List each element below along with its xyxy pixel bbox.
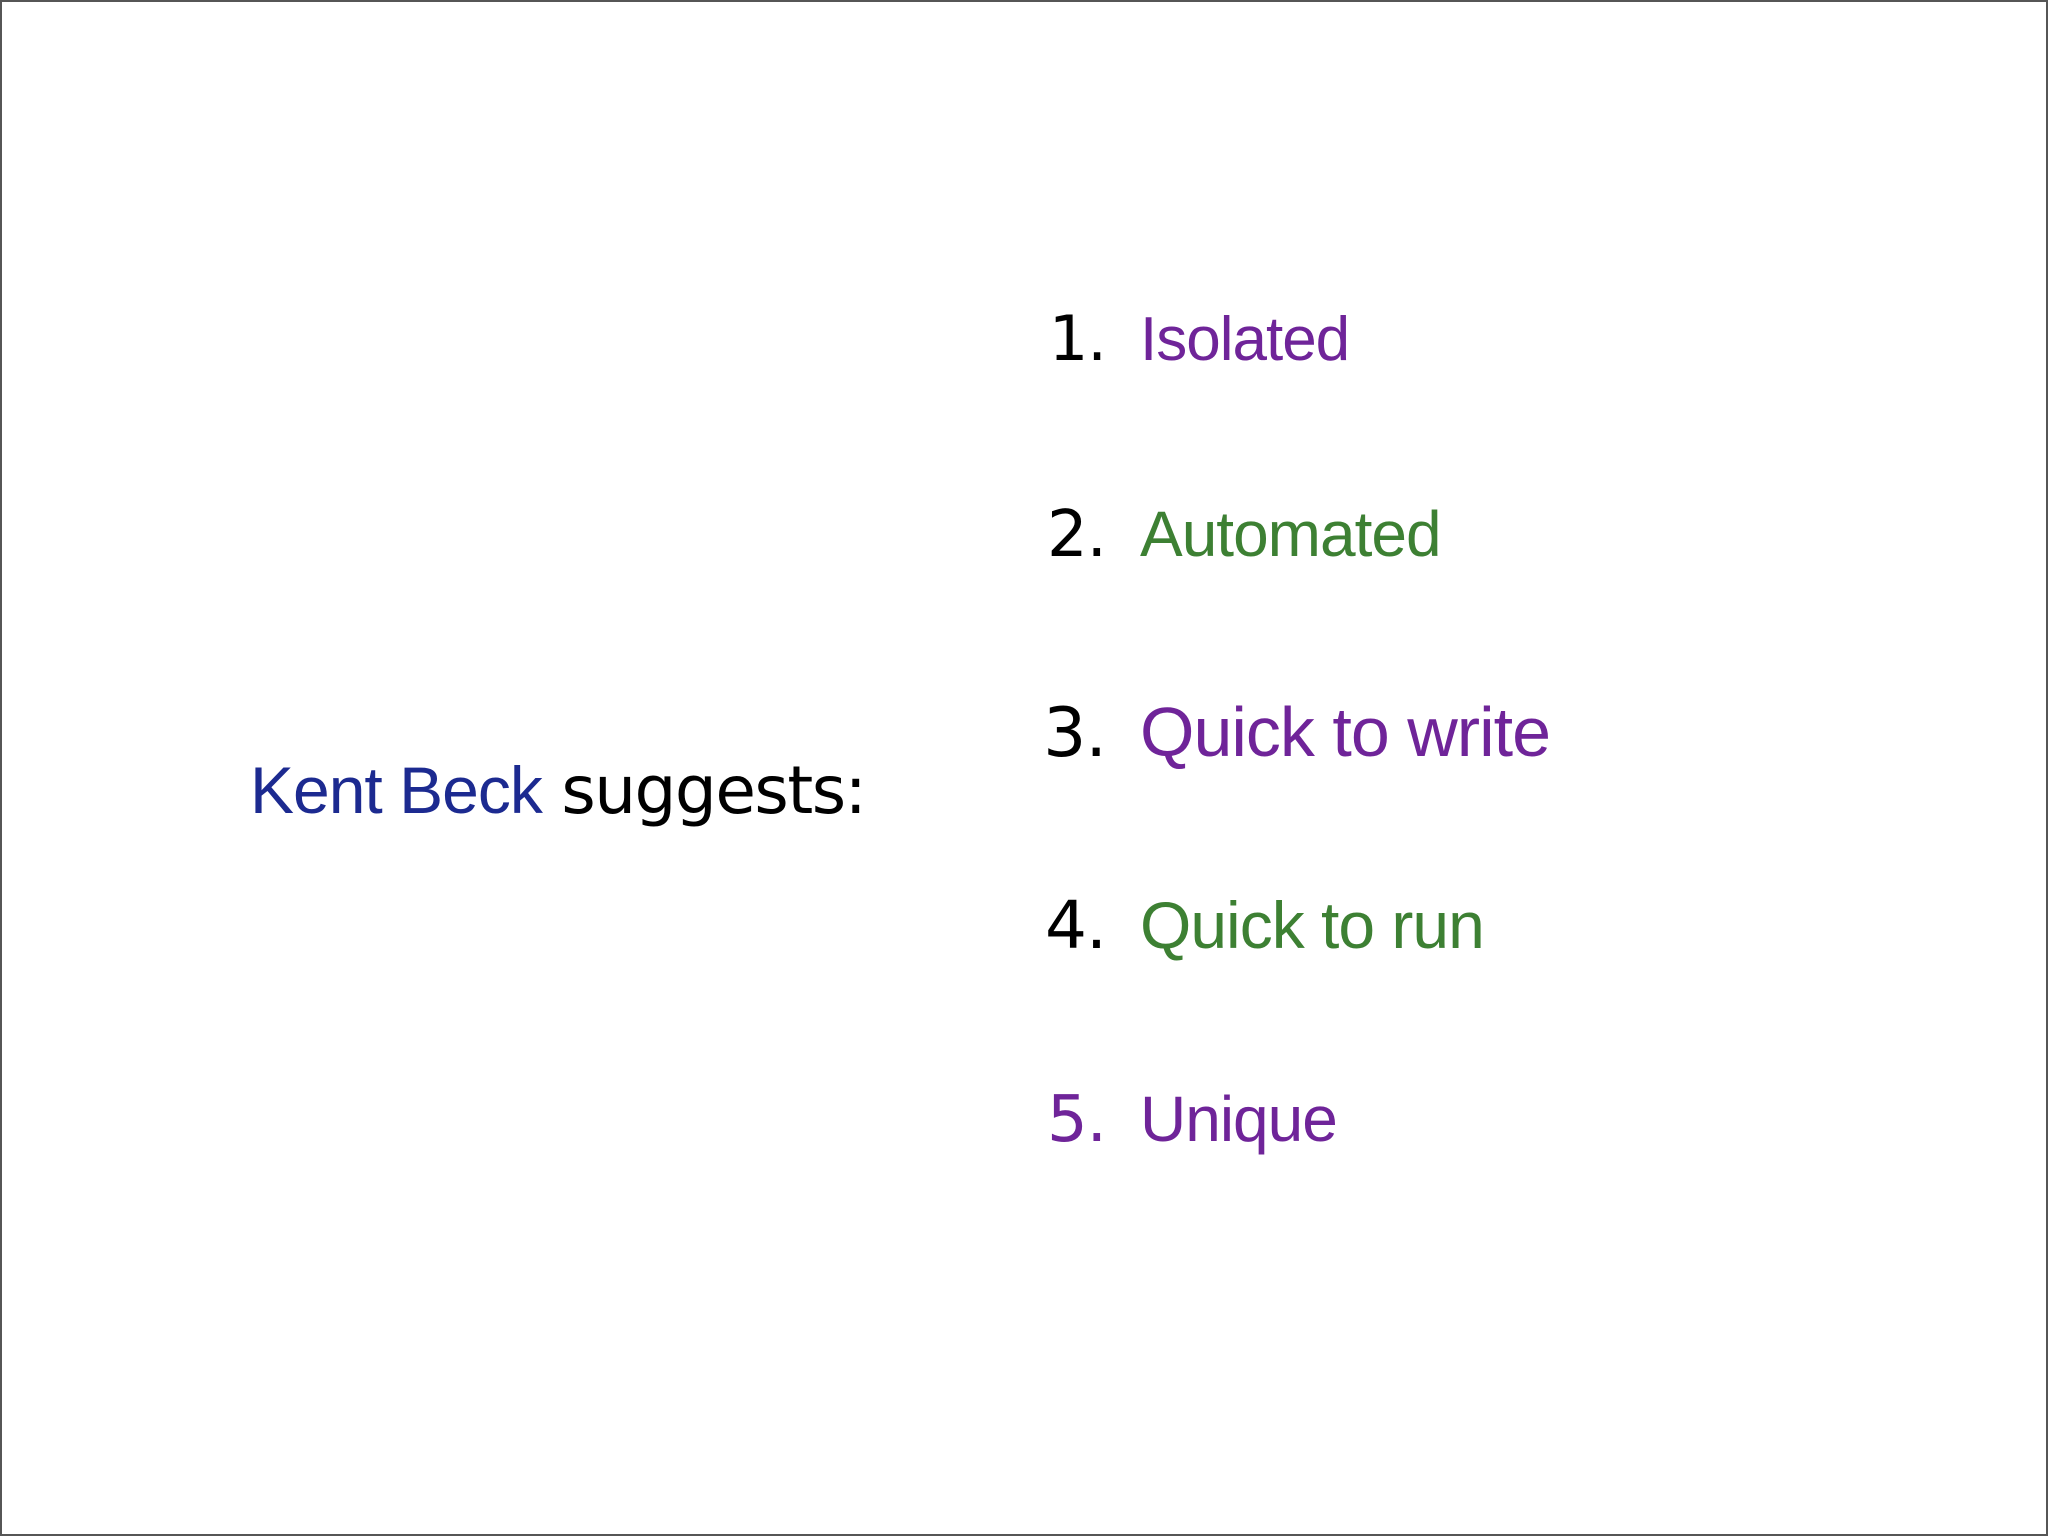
list-item: 1. Isolated: [1032, 302, 1912, 497]
list-item-label: Quick to run: [1140, 888, 1485, 962]
list-item-label: Unique: [1140, 1083, 1338, 1155]
list-item-label: Quick to write: [1140, 693, 1551, 771]
suggests-word: suggests:: [541, 751, 867, 829]
list-item: 2. Automated: [1032, 497, 1912, 692]
list-item-marker: 3.: [1043, 694, 1107, 773]
list-item-marker: 5.: [1046, 1083, 1107, 1157]
kent-beck-name: Kent Beck: [250, 752, 543, 827]
list-item-marker: 2.: [1046, 498, 1107, 572]
list-item-label: Automated: [1140, 498, 1442, 570]
lead-in-text: Kent Beck suggests:: [250, 738, 890, 842]
lead-in-line: Kent Beck suggests:: [250, 757, 867, 824]
list-item-marker: 1.: [1048, 302, 1107, 375]
list-item: 3. Quick to write: [1032, 692, 1912, 887]
list-item-marker: 4.: [1045, 887, 1107, 964]
numbered-list: 1. Isolated 2. Automated 3. Quick to wri…: [1032, 302, 1912, 1277]
list-item: 4. Quick to run: [1032, 887, 1912, 1082]
list-item: 5. Unique: [1032, 1082, 1912, 1277]
list-item-label: Isolated: [1140, 305, 1350, 374]
